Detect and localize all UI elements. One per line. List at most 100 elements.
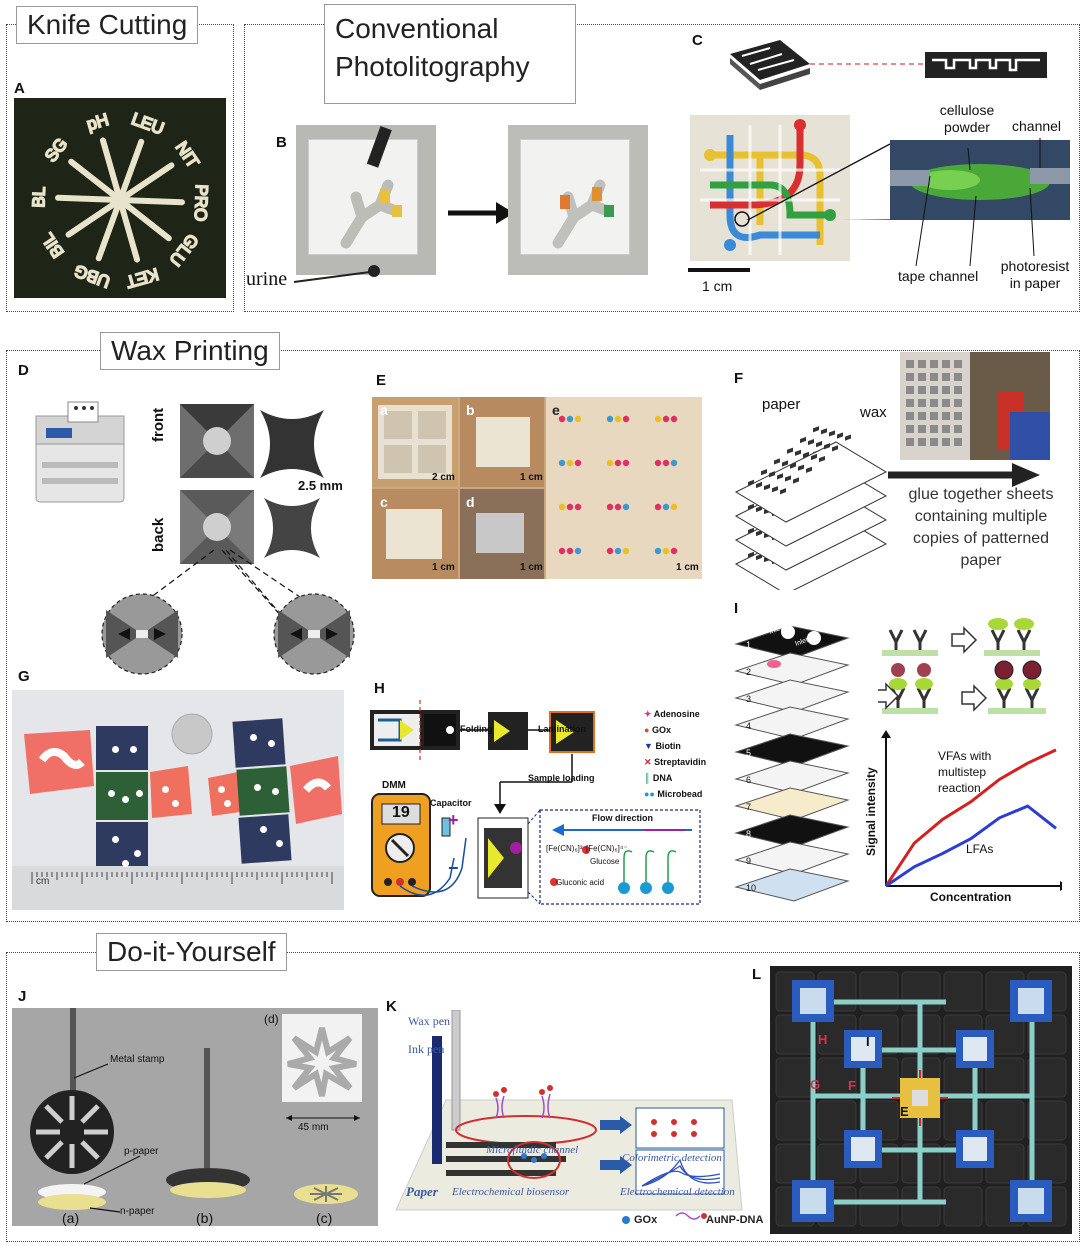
assay-dot [670, 459, 678, 467]
tile [775, 1100, 815, 1141]
assay-dot [566, 503, 574, 511]
layer-number: 10 [746, 883, 756, 893]
panel-j-image [12, 1008, 378, 1226]
sprayed-cell [906, 425, 914, 433]
wax-cell [811, 453, 817, 461]
j-sub-a: (a) [62, 1210, 80, 1226]
legend-dna: ║ DNA [644, 773, 673, 783]
wax-cell [795, 449, 801, 456]
panel-f-stack-diagram [734, 426, 888, 590]
assay-dot [558, 547, 566, 555]
f-caption-line-3: copies of patterned [912, 530, 1050, 547]
panel-label-c: C [692, 32, 703, 49]
i-series-red-label: VFAs with multistep reaction [938, 749, 992, 795]
legend-biotin: ▼ Biotin [644, 741, 681, 751]
svg-text:+: + [448, 810, 459, 830]
section-title-wax: Wax Printing [100, 332, 280, 371]
tile [775, 1057, 815, 1098]
paper-sheet [734, 441, 888, 523]
wax-cell [756, 553, 762, 561]
pad-well [800, 988, 826, 1014]
spoke-label: BL [29, 186, 49, 207]
e-scale-d: 1 cm [520, 562, 543, 573]
k-wax-pen: Wax pen [408, 1014, 451, 1028]
h-dmm-value: 19 [392, 804, 410, 821]
label-photoresist: photoresist in paper [1000, 258, 1070, 291]
wax-cell [769, 471, 775, 478]
sprayed-cell [954, 373, 962, 381]
sprayed-cell [954, 425, 962, 433]
sprayed-cell [930, 412, 938, 420]
h-capacitor: Capacitor [430, 798, 472, 808]
panel-c-chip-diagram [730, 40, 1047, 90]
sprayed-cell [906, 399, 914, 407]
layer-number: 7 [746, 802, 751, 812]
j-n-paper: n-paper [120, 1206, 155, 1217]
tile [1027, 1057, 1067, 1098]
well-dot [250, 734, 257, 741]
well-dot [224, 800, 231, 807]
k-ink-pen: Ink pen [408, 1042, 445, 1056]
tile [1027, 1100, 1067, 1141]
k-microfluidic: Microfluidic channel [486, 1144, 579, 1156]
pad-well [1018, 1188, 1044, 1214]
legend-adenosine: ✦ Adenosine [644, 709, 700, 719]
layer-sheet [734, 760, 850, 794]
well-dot [112, 836, 119, 843]
sprayed-cell [906, 412, 914, 420]
e-scale-e: 1 cm [676, 562, 699, 573]
layer-sheet [734, 706, 850, 740]
label-front: front [150, 407, 167, 442]
wax-cell [787, 447, 793, 454]
layer-sheet [734, 787, 850, 821]
well-dot [260, 826, 267, 833]
i-series-blue-label: LFAs [966, 842, 994, 856]
j-scale: 45 mm [298, 1122, 329, 1133]
j-sub-c: (c) [316, 1210, 333, 1226]
assay-dot [558, 503, 566, 511]
assay-dot [574, 503, 582, 511]
h-ferro: [Fe(CN)₆]⁴⁻ [586, 844, 628, 853]
assay-dot [662, 547, 670, 555]
j-sub-d: (d) [264, 1012, 279, 1026]
spoke-line [117, 162, 175, 203]
assay-dot [662, 415, 670, 423]
j-metal-stamp: Metal stamp [110, 1054, 165, 1065]
inner-well [963, 1037, 987, 1061]
sprayed-cell [918, 399, 926, 407]
sprayed-cell [942, 399, 950, 407]
spoke-line [65, 197, 123, 238]
section-title-photolithography: Conventional Photolitography [324, 4, 576, 104]
wax-cell [780, 488, 786, 495]
panel-label-l: L [752, 966, 762, 983]
wax-cell [800, 436, 806, 444]
layer-sheet [734, 841, 850, 875]
arrow-right-f-icon [888, 463, 1040, 487]
inlet-hole [781, 625, 795, 639]
panel-label-d: D [18, 362, 29, 379]
spoke-line [117, 197, 141, 263]
panel-label-e: E [376, 372, 387, 389]
f-caption-line-2: containing multiple [914, 508, 1048, 525]
panel-h-diagram: + − [370, 700, 701, 905]
h-flow-direction: Flow direction [592, 813, 654, 823]
assay-dot [654, 503, 662, 511]
f-caption-line-4: paper [960, 552, 1002, 569]
legend-microbead: ●● Microbead [644, 789, 703, 799]
panel-g-image [12, 690, 344, 910]
pink-spot [767, 660, 781, 668]
section-title-diy: Do-it-Yourself [96, 933, 287, 972]
wax-cell [748, 551, 754, 558]
sprayed-cell [942, 425, 950, 433]
layer-number: 8 [746, 829, 751, 839]
h-folding: Folding [460, 724, 493, 734]
inner-well [851, 1037, 875, 1061]
assay-dot [606, 459, 614, 467]
wax-cell [756, 529, 762, 537]
panel-b-after [508, 125, 648, 275]
pad-well [800, 1188, 826, 1214]
h-lamination: Lamination [538, 724, 587, 734]
tile [859, 1186, 899, 1227]
sprayed-cell [930, 373, 938, 381]
assay-dot [670, 415, 678, 423]
